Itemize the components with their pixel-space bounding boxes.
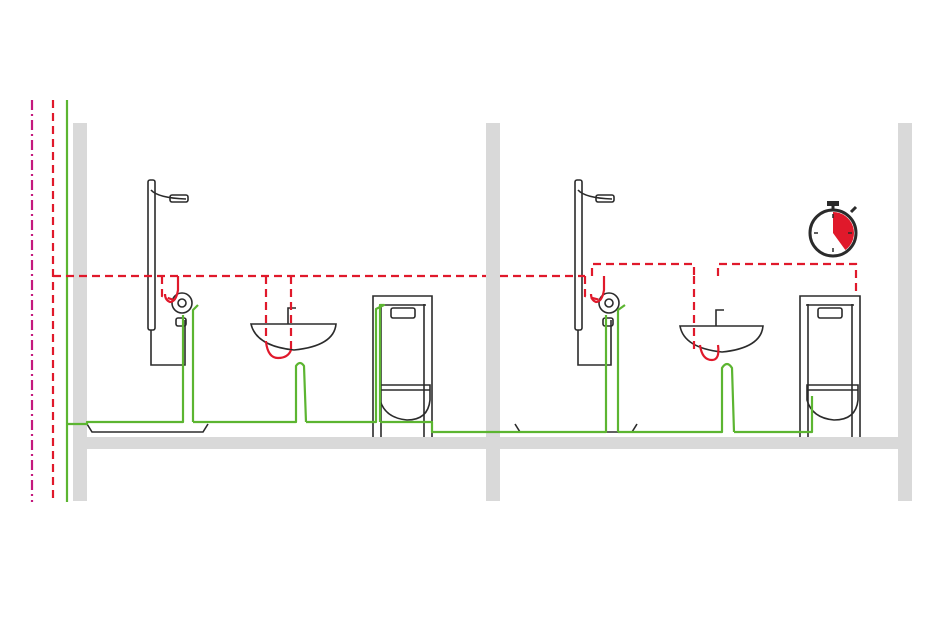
floor-slab	[73, 437, 912, 449]
building-walls	[73, 123, 912, 501]
hot-trap-basin-1	[264, 341, 293, 360]
hot-loop-shower-2	[583, 276, 601, 302]
hot-trap-shower-1	[163, 276, 180, 304]
shower-icon	[574, 179, 620, 366]
washbasin-icon	[679, 309, 764, 353]
wc-icon	[799, 295, 861, 437]
shower-icon	[147, 179, 193, 366]
hot-trap-basin-2	[698, 344, 720, 362]
right-wall	[898, 123, 912, 501]
cold-line-shower-2	[616, 304, 626, 432]
bathroom-2	[514, 179, 861, 437]
cold-main-line	[67, 315, 185, 426]
cold-line-through-wall	[380, 315, 608, 434]
cold-line-to-basin-1	[193, 361, 308, 424]
hot-branch-basin-2b	[716, 262, 858, 296]
cold-line-shower-1	[191, 304, 199, 422]
stopwatch-ticks	[814, 214, 852, 252]
vertical-risers	[30, 100, 69, 502]
middle-wall	[486, 123, 500, 501]
cold-water-pipes	[67, 303, 814, 434]
stopwatch-icon	[808, 201, 858, 258]
shower-tray	[86, 423, 209, 433]
cold-line-to-wc-2	[734, 396, 814, 434]
hot-water-pipes	[53, 262, 858, 352]
stopwatch-crown	[827, 201, 839, 206]
stopwatch-button	[849, 205, 858, 214]
wc-icon	[372, 295, 433, 437]
washbasin-icon	[249, 307, 337, 351]
cold-line-to-wc-1	[306, 303, 386, 424]
left-wall	[73, 123, 87, 501]
cold-line-to-basin-2	[618, 362, 736, 434]
hot-trap-shower-2	[589, 276, 606, 304]
hot-water-traps	[163, 276, 720, 362]
hot-line-2b	[590, 262, 696, 276]
hot-branch-shower-1	[160, 276, 175, 302]
stopwatch-elapsed	[833, 212, 854, 250]
